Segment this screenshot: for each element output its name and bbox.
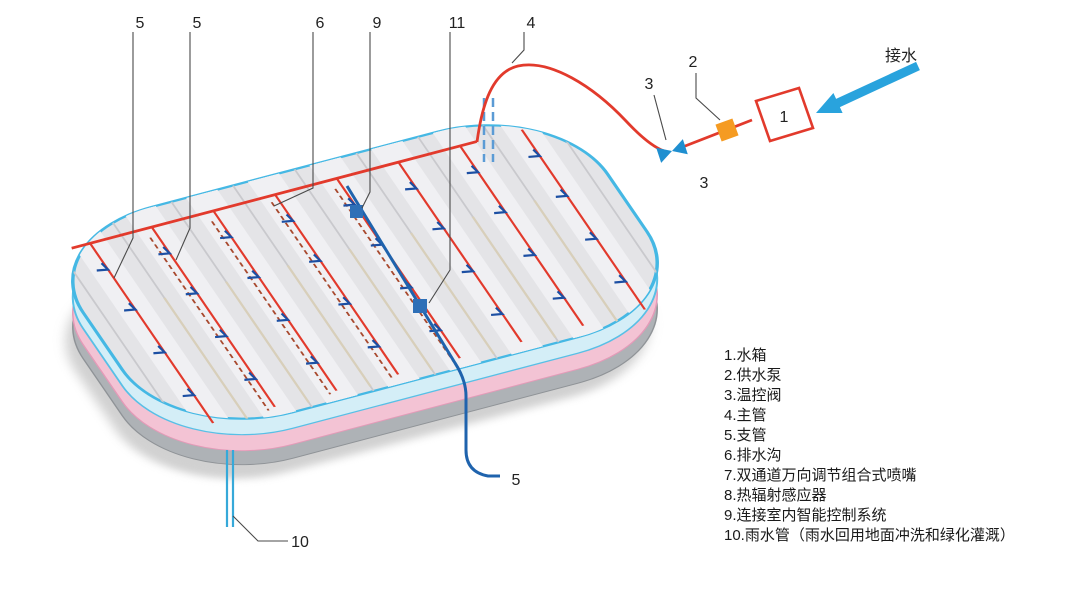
legend-item-tank: 1.水箱 [724,347,767,364]
legend-item-pump: 2.供水泵 [724,367,782,384]
callout-drainage: 6 [316,15,325,32]
callout-tank: 1 [780,109,789,126]
legend-item-sensor: 8.热辐射感应器 [724,487,827,504]
callout-pump: 2 [689,54,698,71]
legend-item-valve: 3.温控阀 [724,387,782,404]
control-line [345,185,500,478]
leader-line [361,32,371,209]
callout-rain-pipe: 10 [291,534,309,551]
leader-line [653,94,667,141]
callout-control-system: 9 [373,15,382,32]
water-tank [754,86,815,143]
pump-icon [715,118,739,142]
control-sensor-square-2 [413,299,427,313]
gutter-lines [163,200,619,420]
dashed-blue-lines [482,98,495,162]
rain-pipe [225,450,235,527]
valve-icon [656,139,688,163]
leader-lines [113,32,721,542]
leader-line [232,515,288,542]
callout-valve-upper: 3 [645,76,654,93]
control-sensor-square-1 [350,205,363,218]
legend: 1.水箱 2.供水泵 3.温控阀 4.主管 5.支管 6.排水沟 7.双通道万向… [724,346,1015,546]
callout-main-pipe: 4 [527,15,536,32]
leader-line [695,73,721,121]
callout-11: 11 [449,15,466,32]
legend-item-control: 9.连接室内智能控制系统 [724,507,887,524]
supply-loop-pipe [475,63,665,153]
callout-branch-pipe-a: 5 [136,15,145,32]
legend-item-main-pipe: 4.主管 [724,407,767,424]
legend-item-rain-pipe: 10.雨水管（雨水回用地面冲洗和绿化灌溉） [724,527,1015,544]
legend-item-nozzle: 7.双通道万向调节组合式喷嘴 [724,467,917,484]
callout-valve-lower: 3 [700,175,709,192]
legend-item-drainage: 6.排水沟 [724,447,782,464]
callout-branch-bottom: 5 [512,472,521,489]
leader-line [428,32,451,304]
legend-item-branch-pipe: 5.支管 [724,427,767,444]
leader-line [175,32,191,261]
water-inlet-arrow-icon [816,61,920,113]
leader-line [511,32,525,64]
leader-line [113,32,134,279]
valve-to-tank-pipe [679,118,753,150]
water-inlet-label: 接水 [885,47,917,65]
leader-line [273,32,314,207]
callout-branch-pipe-b: 5 [193,15,202,32]
